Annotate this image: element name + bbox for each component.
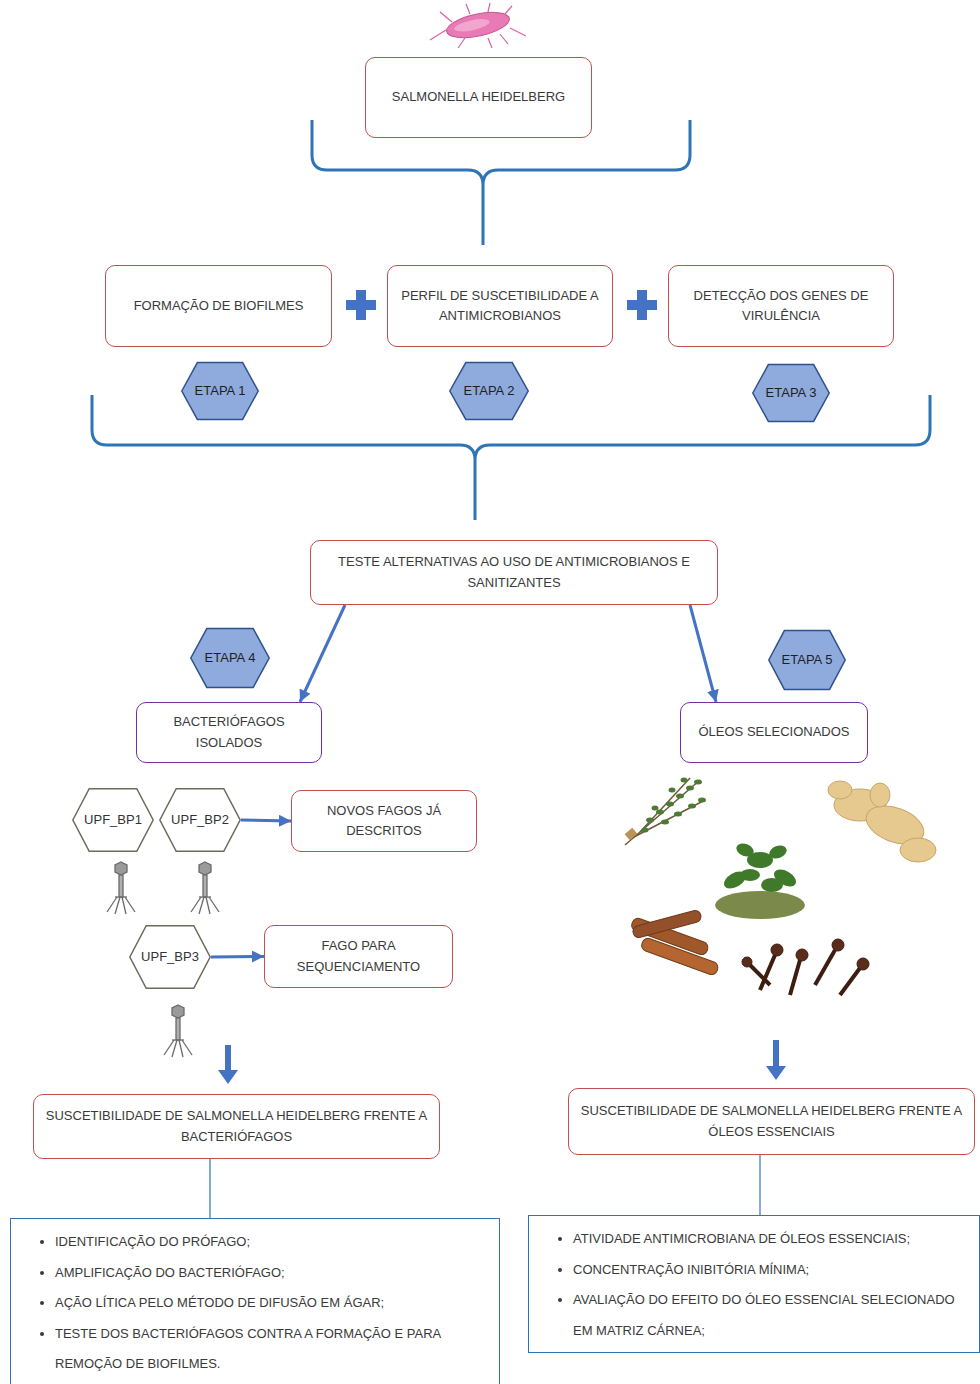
process-box: SALMONELLA HEIDELBERG <box>365 57 592 138</box>
down-arrow <box>766 1040 786 1080</box>
node-label: ETAPA 1 <box>195 381 246 401</box>
clove-illustration <box>742 939 869 995</box>
phage-icon <box>164 1005 192 1057</box>
node-label: UPF_BP2 <box>171 810 229 830</box>
node-label: PERFIL DE SUSCETIBILIDADE A ANTIMICROBIA… <box>398 286 602 326</box>
step-hexagon: ETAPA 3 <box>752 364 830 422</box>
connector-line <box>759 1155 760 1215</box>
node-label: ETAPA 4 <box>205 648 256 668</box>
bullet-item: IDENTIFICAÇÃO DO PRÓFAGO; <box>55 1227 489 1258</box>
oregano-illustration <box>715 841 805 919</box>
phage-icon <box>191 862 219 914</box>
node-label: DETECÇÃO DOS GENES DE VIRULÊNCIA <box>679 286 883 326</box>
node-label: FORMAÇÃO DE BIOFILMES <box>134 296 304 316</box>
node-label: SALMONELLA HEIDELBERG <box>392 87 565 107</box>
process-box: SUSCETIBILIDADE DE SALMONELLA HEIDELBERG… <box>568 1088 975 1155</box>
plus-sign <box>627 290 657 320</box>
bullet-item: ATIVIDADE ANTIMICROBIANA DE ÓLEOS ESSENC… <box>573 1224 969 1255</box>
bullet-list: ATIVIDADE ANTIMICROBIANA DE ÓLEOS ESSENC… <box>539 1224 969 1346</box>
process-box: TESTE ALTERNATIVAS AO USO DE ANTIMICROBI… <box>310 540 718 605</box>
thyme-illustration <box>625 778 706 846</box>
bullet-item: AÇÃO LÍTICA PELO MÉTODO DE DIFUSÃO EM ÁG… <box>55 1288 489 1319</box>
connector-arrow <box>690 605 716 702</box>
bullet-list-box: ATIVIDADE ANTIMICROBIANA DE ÓLEOS ESSENC… <box>528 1215 980 1353</box>
process-box: NOVOS FAGOS JÁ DESCRITOS <box>291 790 477 852</box>
bullet-item: AMPLIFICAÇÃO DO BACTERIÓFAGO; <box>55 1258 489 1289</box>
process-box: DETECÇÃO DOS GENES DE VIRULÊNCIA <box>668 265 894 347</box>
step-hexagon: ETAPA 5 <box>768 630 846 690</box>
bracket <box>312 120 690 245</box>
node-label: ETAPA 5 <box>782 650 833 670</box>
node-label: UPF_BP3 <box>141 947 199 967</box>
bacterium-icon <box>430 3 526 48</box>
connector-line <box>209 1159 210 1218</box>
bullet-list: IDENTIFICAÇÃO DO PRÓFAGO;AMPLIFICAÇÃO DO… <box>21 1227 489 1380</box>
phage-hexagon: UPF_BP3 <box>129 925 211 989</box>
process-box: FORMAÇÃO DE BIOFILMES <box>105 265 332 347</box>
node-label: BACTERIÓFAGOS ISOLADOS <box>147 712 311 752</box>
process-box: PERFIL DE SUSCETIBILIDADE A ANTIMICROBIA… <box>387 265 613 347</box>
node-label: FAGO PARA SEQUENCIAMENTO <box>275 936 442 976</box>
down-arrow <box>218 1045 238 1084</box>
process-box: FAGO PARA SEQUENCIAMENTO <box>264 925 453 988</box>
phage-hexagon: UPF_BP1 <box>72 788 154 852</box>
node-label: NOVOS FAGOS JÁ DESCRITOS <box>302 801 466 841</box>
group-box: ÓLEOS SELECIONADOS <box>680 702 868 763</box>
bullet-item: AVALIAÇÃO DO EFEITO DO ÓLEO ESSENCIAL SE… <box>573 1285 969 1346</box>
phage-icon <box>107 862 135 914</box>
node-label: ETAPA 3 <box>766 383 817 403</box>
connector-arrow <box>300 605 345 702</box>
node-label: UPF_BP1 <box>84 810 142 830</box>
plus-sign <box>346 290 376 320</box>
process-box: SUSCETIBILIDADE DE SALMONELLA HEIDELBERG… <box>33 1094 440 1159</box>
node-label: SUSCETIBILIDADE DE SALMONELLA HEIDELBERG… <box>44 1106 429 1146</box>
bullet-item: CONCENTRAÇÃO INIBITÓRIA MÍNIMA; <box>573 1255 969 1286</box>
group-box: BACTERIÓFAGOS ISOLADOS <box>136 702 322 763</box>
node-label: SUSCETIBILIDADE DE SALMONELLA HEIDELBERG… <box>579 1101 964 1141</box>
bullet-item: TESTE DOS BACTERIÓFAGOS CONTRA A FORMAÇÃ… <box>55 1319 489 1380</box>
phage-hexagon: UPF_BP2 <box>159 788 241 852</box>
connector-arrow <box>211 955 264 959</box>
step-hexagon: ETAPA 4 <box>190 628 270 688</box>
connector-arrow <box>241 820 291 821</box>
node-label: ÓLEOS SELECIONADOS <box>699 722 850 742</box>
node-label: ETAPA 2 <box>464 381 515 401</box>
cinnamon-illustration <box>630 909 720 976</box>
step-hexagon: ETAPA 1 <box>181 362 259 420</box>
node-label: TESTE ALTERNATIVAS AO USO DE ANTIMICROBI… <box>321 552 707 592</box>
ginger-illustration <box>828 781 936 862</box>
step-hexagon: ETAPA 2 <box>449 362 529 420</box>
bullet-list-box: IDENTIFICAÇÃO DO PRÓFAGO;AMPLIFICAÇÃO DO… <box>10 1218 500 1384</box>
